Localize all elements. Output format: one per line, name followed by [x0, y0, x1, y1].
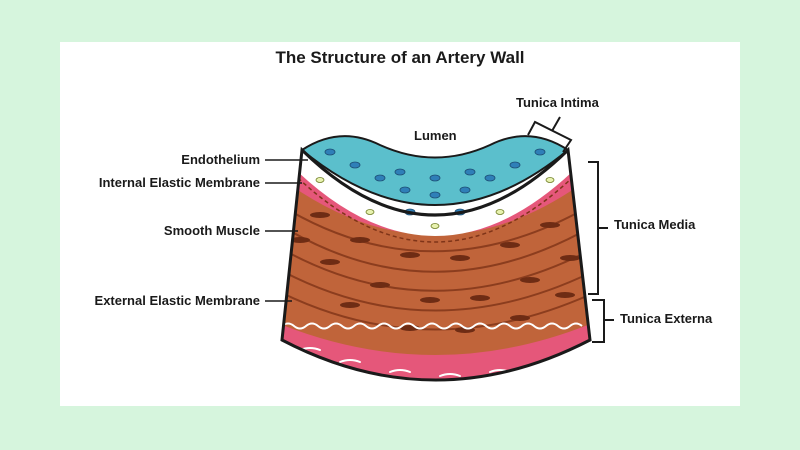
- lumen-label: Lumen: [414, 128, 457, 143]
- smooth-muscle-layer: [282, 170, 590, 355]
- internal-elastic-membrane: [298, 150, 572, 236]
- smooth-muscle-label: Smooth Muscle: [163, 223, 260, 238]
- right-brackets: [527, 116, 614, 343]
- muscle-cell-nuclei: [290, 212, 580, 333]
- tunica-media-label: Tunica Media: [614, 217, 696, 232]
- external-elastic-membrane-label: External Elastic Membrane: [94, 293, 260, 308]
- endothelium-layer: [300, 135, 570, 206]
- left-leader-lines: [265, 159, 308, 302]
- external-elastic-membrane: [282, 322, 583, 330]
- tunica-externa-bracket: [592, 299, 614, 343]
- tunica-externa-label: Tunica Externa: [620, 311, 713, 326]
- endothelial-cell-nuclei: [324, 148, 546, 216]
- tunica-intima-bracket: [527, 116, 573, 153]
- tunica-media-bracket: [588, 161, 608, 295]
- diagram-title: The Structure of an Artery Wall: [275, 48, 525, 67]
- muscle-fibers: [282, 199, 590, 331]
- internal-elastic-membrane-label: Internal Elastic Membrane: [98, 175, 260, 190]
- internal-elastic-wave: [297, 177, 573, 243]
- tunica-intima-label: Tunica Intima: [516, 95, 599, 110]
- membrane-cells: [315, 177, 555, 229]
- artery-outline: [280, 146, 592, 382]
- endothelium-label: Endothelium: [181, 152, 260, 167]
